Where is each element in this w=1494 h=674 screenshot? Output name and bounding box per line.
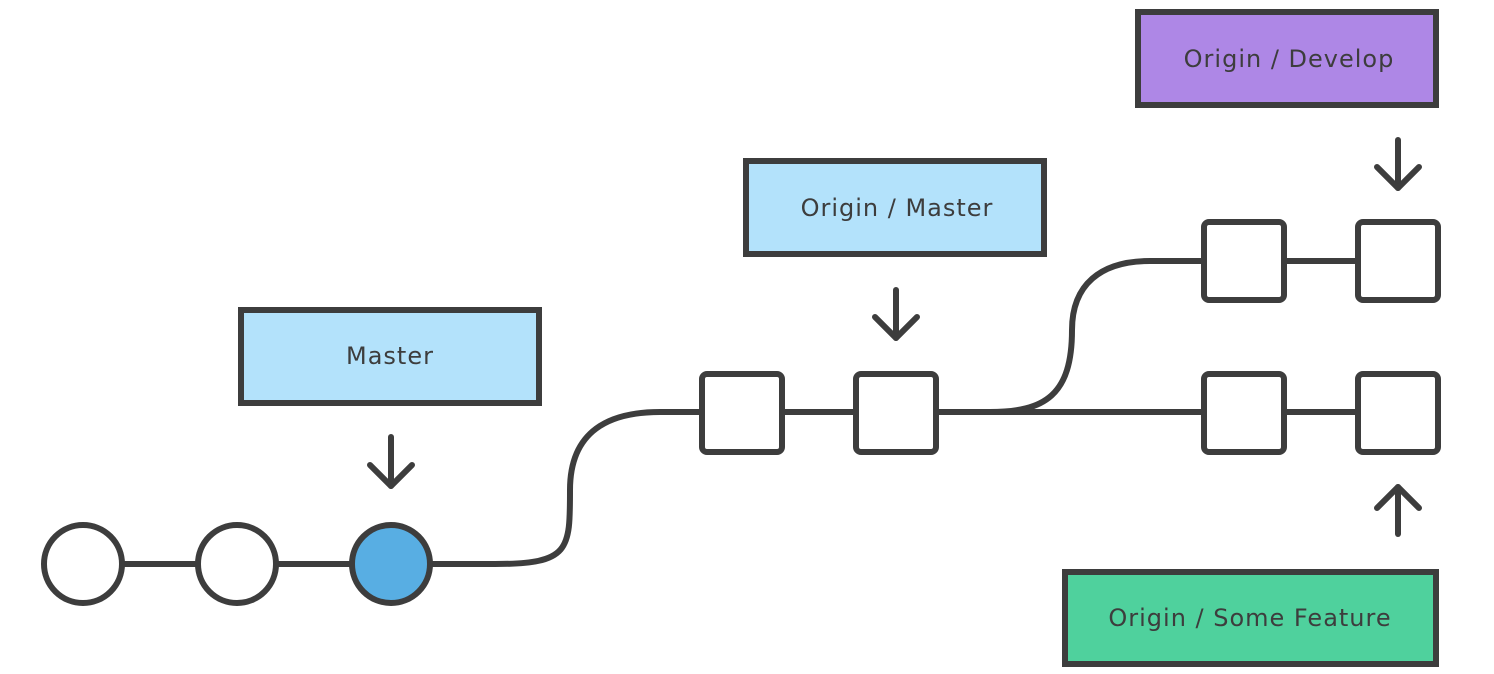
label-origin-master-box <box>743 158 1047 257</box>
local-commit-2 <box>195 522 279 606</box>
link-local-to-remote-curve <box>429 409 702 567</box>
label-origin-develop-box <box>1135 9 1439 108</box>
develop-commit-head <box>1355 219 1441 303</box>
label-origin-master-text: Origin / Master <box>801 194 994 222</box>
arrow-down-icon <box>872 287 920 341</box>
local-commit-1 <box>41 522 125 606</box>
history-lines <box>122 258 1358 567</box>
label-origin-some-feature: Origin / Some Feature <box>1062 569 1439 667</box>
link-develop-branch-curve <box>989 258 1204 415</box>
label-origin-develop: Origin / Develop <box>1135 9 1439 108</box>
label-origin-master: Origin / Master <box>743 158 1047 257</box>
label-origin-develop-text: Origin / Develop <box>1184 45 1395 73</box>
label-master-text: Master <box>346 342 434 370</box>
arrow-down-icon <box>1374 137 1422 191</box>
feature-commit-head <box>1355 371 1441 455</box>
develop-commit-1 <box>1201 219 1287 303</box>
local-commits <box>41 522 433 606</box>
remote-commits <box>699 219 1441 455</box>
arrow-up-icon <box>1374 484 1422 537</box>
label-master-box <box>238 307 542 406</box>
label-master: Master <box>238 307 542 406</box>
label-origin-some-feature-text: Origin / Some Feature <box>1108 604 1391 632</box>
feature-commit-1 <box>1201 371 1287 455</box>
label-origin-some-feature-box <box>1062 569 1439 667</box>
local-commit-master-head <box>349 522 433 606</box>
remote-commit-1 <box>699 371 785 455</box>
remote-commit-origin-master-head <box>853 371 939 455</box>
arrow-down-icon <box>367 434 415 489</box>
